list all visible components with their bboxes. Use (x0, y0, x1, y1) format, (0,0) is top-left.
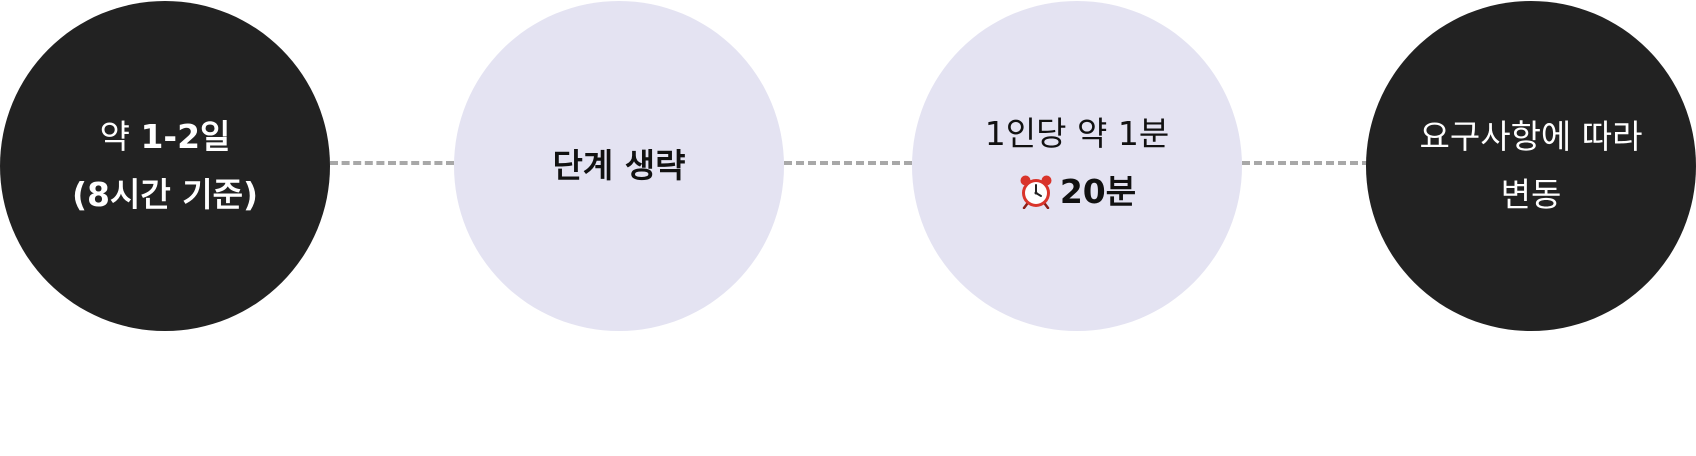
dashed-connector-2 (784, 161, 912, 165)
step-circle-1: 약 1-2일 (8시간 기준) (0, 1, 330, 331)
dashed-connector-3 (1242, 161, 1370, 165)
step-3-total: 20분 (1059, 172, 1137, 211)
step-1-duration: 1-2일 (140, 117, 231, 156)
step-4-line-2: 변동 (1500, 175, 1562, 214)
step-circle-2: 단계 생략 (454, 1, 784, 331)
step-circle-3: 1인당 약 1분 20분 (912, 1, 1242, 331)
step-3-total-row: 20분 (1018, 163, 1136, 227)
step-1-line-1: 약 1-2일 (100, 108, 231, 166)
step-1-prefix: 약 (99, 117, 141, 156)
dashed-connector-1 (330, 161, 454, 165)
step-2-title: 단계 생략 (552, 146, 686, 185)
step-4-line-1: 요구사항에 따라 (1419, 117, 1643, 156)
step-circle-4: 요구사항에 따라 변동 (1366, 1, 1696, 331)
alarm-clock-icon (1018, 169, 1054, 227)
step-1-basis: (8시간 기준) (71, 175, 259, 214)
step-3-rate: 1인당 약 1분 (984, 114, 1170, 153)
